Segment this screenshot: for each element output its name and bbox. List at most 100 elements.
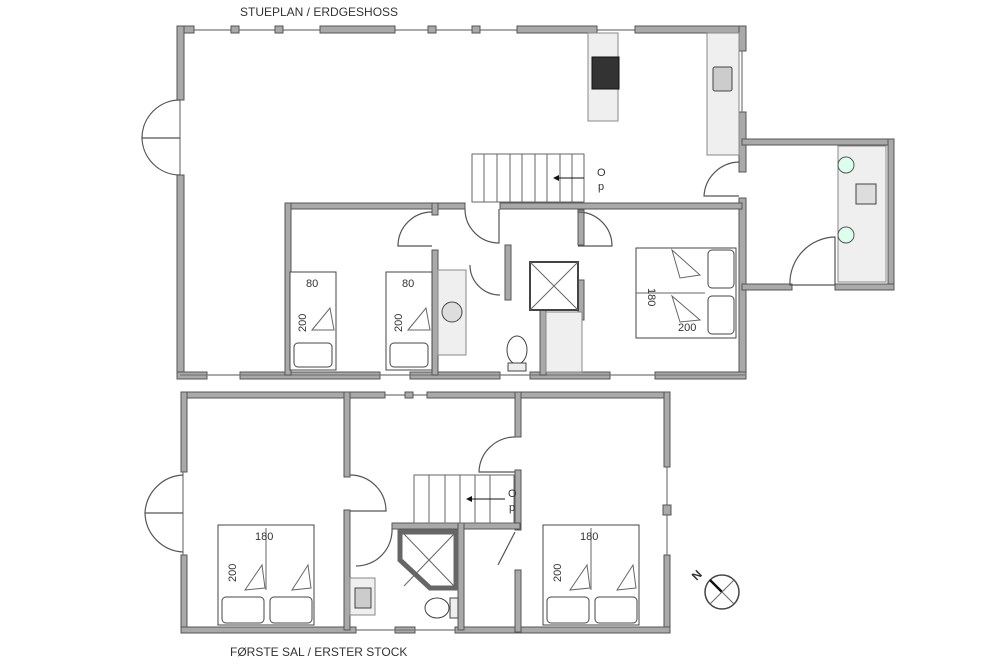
bed-width-label: 180 <box>580 531 598 543</box>
stair-label-p: p <box>509 502 515 514</box>
sink-icon <box>354 587 372 609</box>
window-mullion <box>404 391 414 399</box>
upper-bed-1: 180 200 <box>217 524 315 626</box>
ground-bed-1: 80 200 <box>289 271 337 371</box>
compass-north-needle-icon <box>709 579 723 593</box>
bed-length-label: 200 <box>227 564 239 582</box>
wall-segment <box>663 391 671 468</box>
wall-segment <box>454 626 671 634</box>
stair-arrowhead-icon <box>553 175 559 181</box>
stair-label-p: p <box>598 181 604 193</box>
blanket-fold-icon <box>671 248 702 279</box>
wall-segment <box>343 391 351 478</box>
wall-segment <box>634 25 746 34</box>
wall-segment <box>741 138 894 146</box>
shower-cross-line <box>403 533 455 587</box>
bed-length-label: 200 <box>297 314 309 332</box>
door-swing-icon <box>577 211 613 247</box>
wall-segment <box>577 209 585 246</box>
wall-segment <box>176 174 185 376</box>
pillow-icon <box>389 342 429 368</box>
wall-segment <box>516 25 598 34</box>
bed-width-label: 180 <box>255 531 273 543</box>
appliance-icon <box>837 226 855 244</box>
wall-segment <box>663 554 671 634</box>
bed-length-label: 200 <box>393 314 405 332</box>
door-swing-icon <box>469 264 501 296</box>
wall-segment <box>741 283 793 291</box>
wall-segment <box>343 509 351 631</box>
washbasin-icon <box>441 301 463 323</box>
bed-width-label: 80 <box>402 278 414 290</box>
first-floor: O p 180 200 180 200 <box>144 391 672 634</box>
sink-icon <box>855 183 877 205</box>
wall-segment <box>426 391 669 399</box>
door-swing-icon <box>141 99 181 139</box>
wall-segment <box>499 202 743 210</box>
wall-segment <box>887 138 895 290</box>
stair-outline <box>413 474 515 524</box>
upper-staircase: O p <box>413 474 517 524</box>
blanket-fold-icon <box>291 563 312 591</box>
bed-width-label: 180 <box>645 288 657 306</box>
wall-segment <box>180 626 357 634</box>
wall-segment <box>514 569 522 633</box>
pillow-icon <box>546 596 590 624</box>
shower-cross-line <box>529 261 579 311</box>
wall-segment <box>834 283 895 291</box>
cooktop-icon <box>591 56 620 90</box>
blanket-fold-icon <box>568 563 591 591</box>
toilet-tank-icon <box>449 597 459 619</box>
toilet-icon <box>424 597 450 619</box>
stair-label-o: O <box>597 167 606 179</box>
toilet-icon <box>506 335 528 365</box>
wall-segment <box>180 391 386 399</box>
wall-segment <box>514 469 522 531</box>
compass-icon: N <box>689 567 740 610</box>
wall-segment <box>738 25 747 52</box>
window-mullion <box>274 25 284 34</box>
wall-segment <box>180 391 188 473</box>
stair-label-o: O <box>508 488 517 500</box>
door-swing-icon <box>464 208 500 244</box>
pillow-icon <box>707 295 735 335</box>
first-floor-title: FØRSTE SAL / ERSTER STOCK <box>230 645 407 659</box>
stair-arrowhead-icon <box>466 496 472 502</box>
compass-line <box>709 579 735 605</box>
bed-width-label: 80 <box>306 278 318 290</box>
ground-floor: O p 80 200 <box>141 25 895 380</box>
door-swing-icon <box>397 211 433 247</box>
door-swing-icon <box>478 436 516 473</box>
wall-segment <box>176 25 185 101</box>
door-swing-icon <box>355 527 393 567</box>
blanket-fold-icon <box>310 306 335 331</box>
wall-segment <box>514 391 522 438</box>
door-swing-icon <box>141 136 181 176</box>
blanket-fold-icon <box>406 306 431 331</box>
ground-bed-2: 80 200 <box>385 271 433 371</box>
wall-segment <box>539 309 547 376</box>
kitchen-counter <box>706 32 740 156</box>
ground-bed-double: 180 200 <box>635 247 737 339</box>
blanket-fold-icon <box>671 294 702 323</box>
door-swing-icon <box>703 161 740 197</box>
door-swing-icon <box>144 474 184 514</box>
pillow-icon <box>293 342 333 368</box>
pillow-icon <box>594 596 638 624</box>
window-mullion <box>230 25 240 34</box>
wall-segment <box>431 249 439 376</box>
door-swing-icon <box>789 236 836 286</box>
sink-icon <box>712 66 733 92</box>
blanket-fold-icon <box>243 563 266 591</box>
window-mullion <box>662 504 672 516</box>
upper-bed-2: 180 200 <box>542 524 640 626</box>
compass-north-label: N <box>689 567 705 583</box>
bed-length-label: 200 <box>678 322 696 334</box>
pillow-icon <box>269 596 313 624</box>
wall-segment <box>457 522 465 631</box>
door-swing-icon <box>144 512 184 553</box>
window-mullion <box>471 25 481 34</box>
wall-segment <box>391 522 521 530</box>
pillow-icon <box>221 596 265 624</box>
